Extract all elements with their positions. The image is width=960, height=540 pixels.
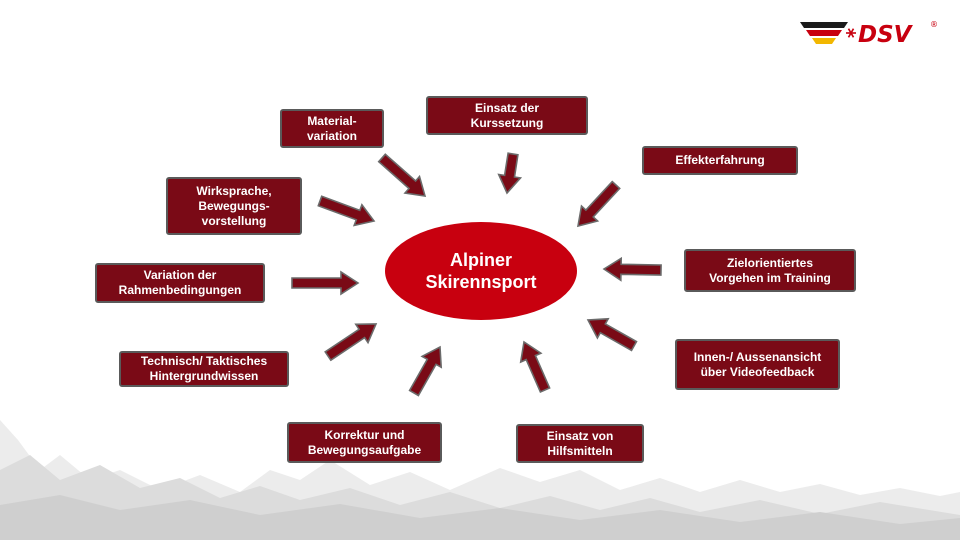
dsv-logo: DSV ®: [800, 20, 938, 48]
center-topic: Alpiner Skirennsport: [385, 222, 577, 320]
arrow-hintergrundwissen: [324, 323, 378, 362]
box-materialvariation: Material- variation: [280, 109, 384, 148]
box-effekterfahrung: Effekterfahrung: [642, 146, 798, 175]
arrow-kurssetzung: [497, 152, 523, 195]
arrow-hilfsmitteln: [519, 340, 551, 394]
box-hilfsmitteln: Einsatz von Hilfsmitteln: [516, 424, 644, 463]
arrow-videofeedback: [586, 317, 638, 352]
arrow-materialvariation: [377, 153, 427, 197]
box-zielorientiertes: Zielorientiertes Vorgehen im Training: [684, 249, 856, 292]
arrow-effekterfahrung: [576, 180, 621, 228]
registered-mark: ®: [930, 20, 938, 29]
arrow-zielorientiertes: [602, 256, 662, 282]
arrow-rahmenbedingungen: [291, 270, 360, 296]
box-hintergrundwissen: Technisch/ Taktisches Hintergrundwissen: [119, 351, 289, 387]
box-rahmenbedingungen: Variation der Rahmenbedingungen: [95, 263, 265, 303]
box-korrektur: Korrektur und Bewegungsaufgabe: [287, 422, 442, 463]
box-wirksprache: Wirksprache, Bewegungs- vorstellung: [166, 177, 302, 235]
box-videofeedback: Innen-/ Aussenansicht über Videofeedback: [675, 339, 840, 390]
logo-stripes: [800, 22, 848, 44]
logo-text: DSV: [858, 22, 914, 48]
arrow-wirksprache: [317, 195, 376, 227]
snowflake-icon: [846, 28, 856, 38]
arrow-korrektur: [408, 345, 443, 397]
box-kurssetzung: Einsatz der Kurssetzung: [426, 96, 588, 135]
